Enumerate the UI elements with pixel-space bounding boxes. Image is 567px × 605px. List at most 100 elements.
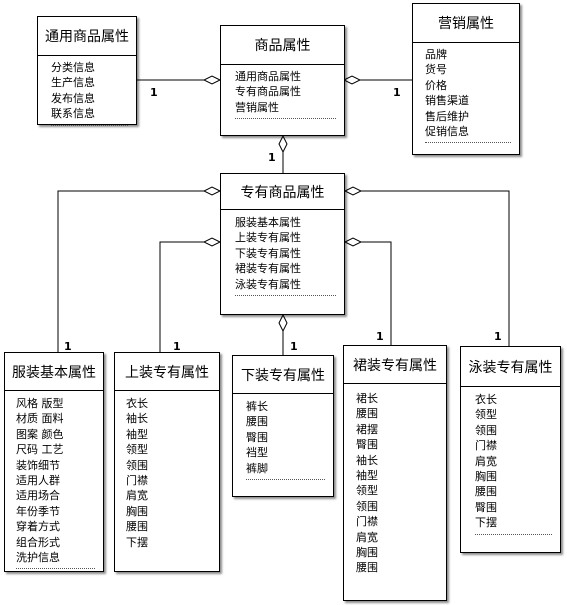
compartment-divider (235, 118, 336, 120)
compartment-divider (51, 124, 128, 126)
attribute-item: 尺码 工艺 (16, 443, 64, 457)
class-title: 商品属性 (221, 26, 344, 65)
attribute-item: 裙长 (356, 392, 378, 405)
attribute-item: 营销属性 (235, 100, 279, 114)
class-title: 下装专有属性 (233, 356, 333, 394)
attribute-item: 胸围 (475, 470, 497, 484)
class-product-attributes: 商品属性 通用商品属性 专有商品属性 营销属性 (220, 25, 345, 136)
attribute-list: 衣长 袖长 袖型 领型 领围 门襟 肩宽 胸围 腰围 下摆 (115, 396, 219, 550)
attribute-item: 裙摆 (356, 422, 378, 436)
multiplicity-marketing: 1 (393, 86, 401, 99)
attribute-item: 价格 (425, 78, 447, 92)
class-general-attributes: 通用商品属性 分类信息 生产信息 发布信息 联系信息 (37, 16, 137, 126)
multiplicity-bottom: 1 (290, 340, 298, 353)
attribute-item: 图案 颜色 (16, 427, 64, 441)
attribute-item: 货号 (425, 63, 447, 77)
attribute-item: 年份季节 (16, 504, 60, 518)
class-bottom-attributes: 下装专有属性 裤长 腰围 臀围 裆型 裤脚 (232, 355, 334, 497)
attribute-item: 生产信息 (51, 76, 95, 90)
attribute-item: 裤长 (246, 400, 268, 413)
class-title: 专有商品属性 (221, 174, 344, 210)
class-skirt-attributes: 裙装专有属性 裙长 腰围 裙摆 臀围 袖长 袖型 领型 领围 门襟 肩宽 胸围 … (343, 345, 447, 601)
attribute-list: 品牌 货号 价格 销售渠道 售后维护 促销信息 (413, 47, 519, 144)
attribute-list: 通用商品属性 专有商品属性 营销属性 (221, 69, 344, 120)
attribute-list: 分类信息 生产信息 发布信息 联系信息 (38, 60, 136, 126)
attribute-item: 裙装专有属性 (235, 262, 301, 276)
multiplicity-basic: 1 (64, 340, 72, 353)
attribute-item: 腰围 (356, 407, 378, 421)
class-top-attributes: 上装专有属性 衣长 袖长 袖型 领型 领围 门襟 肩宽 胸围 腰围 下摆 (114, 352, 220, 572)
attribute-item: 下摆 (126, 535, 148, 549)
multiplicity-top: 1 (173, 340, 181, 353)
aggregation-diamond-basic (202, 186, 222, 196)
attribute-item: 衣长 (475, 393, 497, 406)
attribute-item: 分类信息 (51, 61, 95, 74)
attribute-item: 下装专有属性 (235, 246, 301, 260)
attribute-list: 衣长 领型 领围 门襟 肩宽 胸围 腰围 臀围 下摆 (461, 392, 560, 535)
attribute-item: 装饰细节 (16, 458, 60, 472)
multiplicity-general: 1 (150, 86, 158, 99)
attribute-item: 袖型 (126, 427, 148, 441)
attribute-item: 下摆 (475, 516, 497, 530)
aggregation-diamond-general (202, 75, 222, 85)
compartment-divider (235, 295, 336, 297)
attribute-item: 门襟 (126, 474, 148, 488)
compartment-divider (475, 533, 552, 535)
class-swimwear-attributes: 泳装专有属性 衣长 领型 领围 门襟 肩宽 胸围 腰围 臀围 下摆 (460, 346, 561, 553)
compartment-divider (425, 142, 511, 144)
attribute-item: 衣长 (126, 397, 148, 410)
class-specific-attributes: 专有商品属性 服装基本属性 上装专有属性 下装专有属性 裙装专有属性 泳装专有属… (220, 173, 345, 315)
aggregation-diamond-marketing (342, 75, 362, 85)
aggregation-diamond-top (202, 237, 222, 247)
aggregation-diamond-product (278, 134, 288, 154)
association-specific-top (159, 241, 204, 352)
class-title: 上装专有属性 (115, 353, 219, 391)
attribute-item: 裆型 (246, 446, 268, 460)
attribute-item: 销售渠道 (425, 94, 469, 108)
attribute-item: 促销信息 (425, 125, 469, 139)
attribute-item: 专有商品属性 (235, 85, 301, 99)
aggregation-diamond-swim (343, 186, 363, 196)
attribute-item: 门襟 (356, 515, 378, 529)
class-basic-attributes: 服装基本属性 风格 版型 材质 面料 图案 颜色 尺码 工艺 装饰细节 适用人群… (4, 352, 104, 572)
attribute-item: 组合形式 (16, 535, 60, 549)
class-title: 服装基本属性 (5, 353, 103, 391)
attribute-item: 服装基本属性 (235, 216, 301, 229)
compartment-divider (16, 568, 95, 570)
attribute-item: 材质 面料 (16, 412, 64, 426)
attribute-item: 袖长 (126, 412, 148, 426)
attribute-item: 通用商品属性 (235, 70, 301, 83)
attribute-item: 领型 (475, 408, 497, 422)
attribute-list: 风格 版型 材质 面料 图案 颜色 尺码 工艺 装饰细节 适用人群 适用场合 年… (5, 396, 103, 570)
attribute-item: 上装专有属性 (235, 231, 301, 245)
attribute-item: 适用场合 (16, 489, 60, 503)
association-specific-swim (361, 190, 510, 346)
aggregation-diamond-skirt (343, 237, 363, 247)
attribute-item: 穿着方式 (16, 520, 60, 534)
aggregation-diamond-bottom (278, 313, 288, 333)
attribute-list: 服装基本属性 上装专有属性 下装专有属性 裙装专有属性 泳装专有属性 (221, 215, 344, 297)
attribute-item: 领围 (475, 423, 497, 437)
attribute-item: 腰围 (246, 415, 268, 429)
multiplicity-product: 1 (268, 151, 276, 164)
multiplicity-skirt: 1 (376, 330, 384, 343)
attribute-item: 泳装专有属性 (235, 277, 301, 291)
attribute-item: 联系信息 (51, 107, 95, 121)
attribute-item: 臀围 (246, 430, 268, 444)
attribute-item: 领围 (356, 499, 378, 513)
class-title: 泳装专有属性 (461, 347, 560, 387)
attribute-item: 臀围 (475, 500, 497, 514)
attribute-item: 风格 版型 (16, 397, 64, 410)
attribute-item: 领围 (126, 458, 148, 472)
attribute-item: 洗护信息 (16, 551, 60, 565)
attribute-list: 裤长 腰围 臀围 裆型 裤脚 (233, 399, 333, 481)
attribute-item: 肩宽 (126, 489, 148, 503)
class-title: 裙装专有属性 (344, 346, 446, 384)
association-specific-skirt (361, 241, 392, 345)
attribute-item: 适用人群 (16, 474, 60, 488)
compartment-divider (246, 479, 325, 481)
attribute-item: 肩宽 (356, 530, 378, 544)
association-specific-basic (57, 190, 204, 352)
attribute-item: 售后维护 (425, 109, 469, 123)
